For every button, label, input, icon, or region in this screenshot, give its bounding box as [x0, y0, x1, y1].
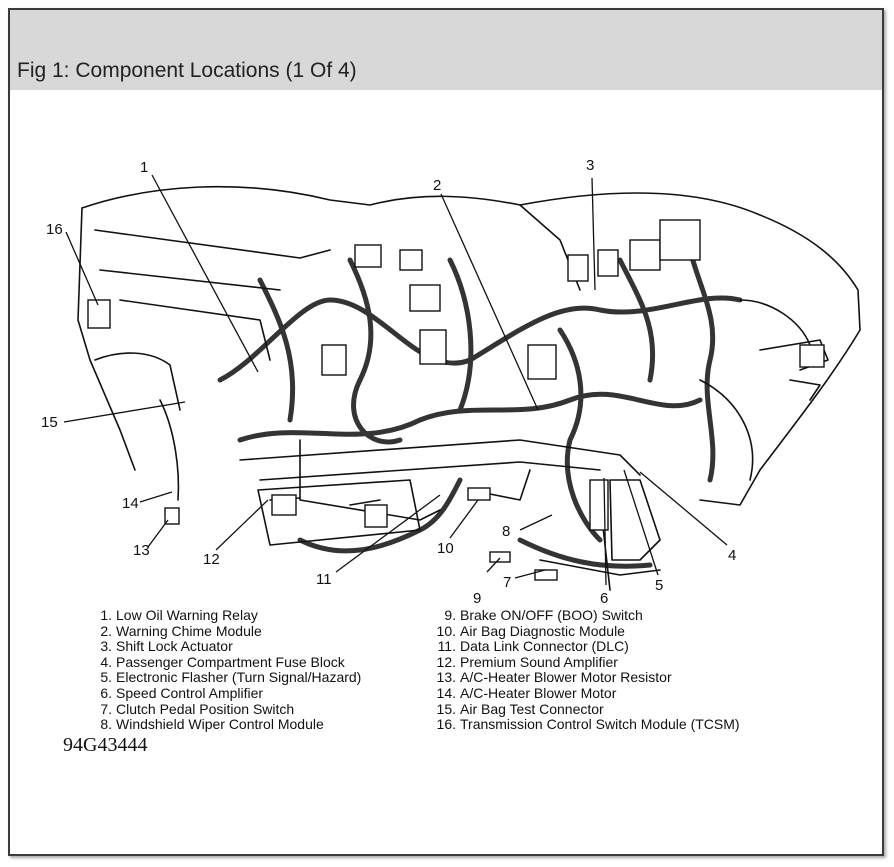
legend-item: 13.A/C-Heater Blower Motor Resistor: [436, 669, 672, 686]
legend-item: 16.Transmission Control Switch Module (T…: [436, 716, 740, 733]
legend-item: 2.Warning Chime Module: [100, 622, 262, 639]
figure-code: 94G43444: [63, 734, 148, 756]
legend-item: 5.Electronic Flasher (Turn Signal/Hazard…: [100, 669, 362, 686]
callout-7: 7: [503, 574, 511, 591]
legend-item: 1.Low Oil Warning Relay: [100, 607, 258, 623]
callout-2: 2: [433, 177, 441, 194]
callout-16: 16: [46, 221, 63, 238]
dashboard-outline: [81, 185, 861, 506]
callout-3: 3: [586, 157, 594, 174]
callout-12: 12: [203, 551, 220, 568]
legend-item: 12.Premium Sound Amplifier: [436, 653, 618, 670]
wire-harness-main: [217, 295, 743, 383]
legend-item: 3.Shift Lock Actuator: [100, 638, 233, 655]
wire-harness-lower: [237, 391, 703, 443]
title-bar: Fig 1: Component Locations (1 Of 4): [10, 10, 882, 90]
callout-10: 10: [437, 540, 454, 557]
legend-item: 7.Clutch Pedal Position Switch: [100, 700, 295, 717]
callout-11: 11: [316, 571, 332, 588]
callout-1: 1: [140, 159, 148, 176]
legend-item: 14.A/C-Heater Blower Motor: [436, 684, 617, 701]
callout-5: 5: [655, 577, 663, 594]
legend-item: 6.Speed Control Amplifier: [100, 684, 264, 701]
callout-13: 13: [133, 542, 150, 559]
legend-item: 9.Brake ON/OFF (BOO) Switch: [444, 607, 643, 623]
callout-15: 15: [41, 414, 58, 431]
callout-8: 8: [502, 523, 510, 540]
legend-item: 4.Passenger Compartment Fuse Block: [100, 653, 345, 670]
legend-item: 15.Air Bag Test Connector: [436, 700, 604, 717]
legend-item: 8.Windshield Wiper Control Module: [100, 716, 324, 733]
tcsm-module-shape: [87, 299, 111, 329]
callout-14: 14: [122, 495, 139, 512]
callout-4: 4: [728, 547, 736, 564]
legend-item: 10.Air Bag Diagnostic Module: [436, 622, 625, 639]
figure-frame: Fig 1: Component Locations (1 Of 4): [8, 8, 884, 856]
callout-9: 9: [473, 590, 481, 607]
legend-item: 11.Data Link Connector (DLC): [437, 638, 629, 655]
callout-6: 6: [600, 590, 608, 607]
figure-title: Fig 1: Component Locations (1 Of 4): [17, 59, 357, 82]
legend-right: 9.Brake ON/OFF (BOO) Switch 10.Air Bag D…: [434, 607, 740, 733]
legend-left: 1.Low Oil Warning Relay 2.Warning Chime …: [90, 607, 362, 733]
